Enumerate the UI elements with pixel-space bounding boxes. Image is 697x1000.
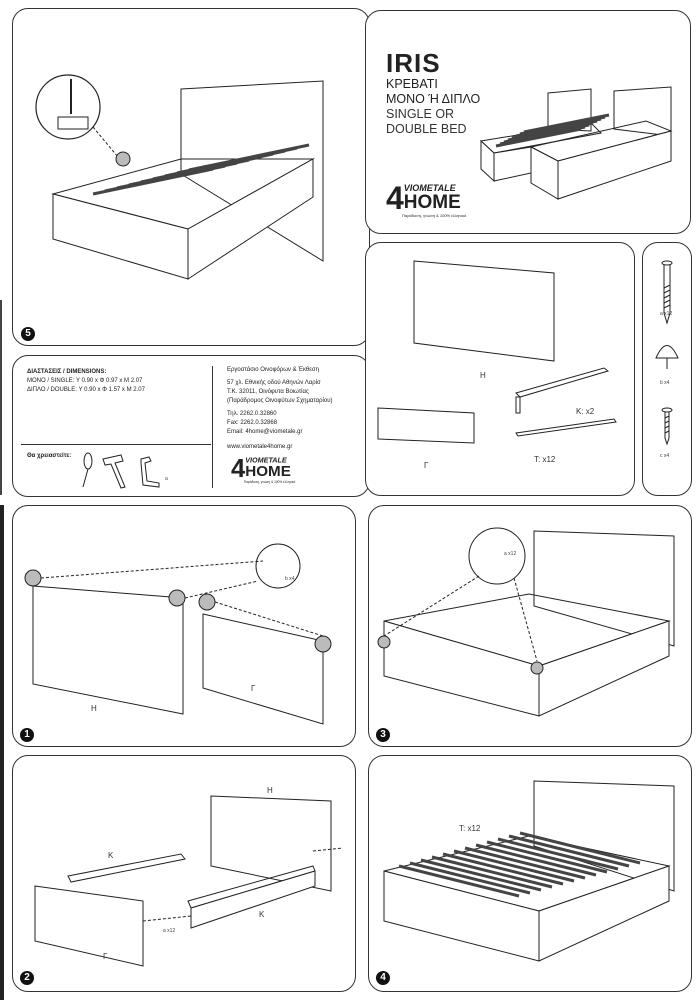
rail-label: K xyxy=(259,910,265,919)
hardware-label: b x4 xyxy=(660,380,670,386)
slat xyxy=(475,843,597,877)
divider xyxy=(21,444,211,445)
product-type-english-1: SINGLE OR xyxy=(386,107,455,121)
page-edge-mark xyxy=(0,505,4,1000)
slat xyxy=(420,858,542,892)
step-1-illustration xyxy=(24,543,332,725)
headboard-label: H xyxy=(480,371,486,380)
headboard-label: H xyxy=(91,704,97,713)
bed-overview-illustration xyxy=(479,86,673,200)
cap-nut-icon xyxy=(655,345,679,369)
address-3: (Παράδρομος Οινοφύτων Σχηματαρίου) xyxy=(227,398,333,404)
slat xyxy=(519,831,641,865)
slat xyxy=(464,846,586,880)
step-4-illustration xyxy=(383,780,675,962)
hardware-label: b x4 xyxy=(285,576,295,582)
long-screw-icon xyxy=(661,260,673,325)
product-title-block: IRIS ΚΡΕΒΑΤΙ ΜΟΝΟ Ή ΔΙΠΛΟ SINGLE OR DOUB… xyxy=(386,49,480,137)
hardware-label: a x12 xyxy=(163,928,176,934)
logo-tagline: Παράδοση, γνώση & 100% ελληνικό xyxy=(402,213,467,218)
hardware-label: a x12 xyxy=(504,551,517,557)
footboard-label: Γ xyxy=(424,461,429,470)
slat xyxy=(523,113,610,134)
dimensions-heading: ΔΙΑΣΤΑΣΕΙΣ / DIMENSIONS: xyxy=(27,369,107,375)
footboard-label: Γ xyxy=(103,952,108,961)
product-name: IRIS xyxy=(386,48,441,78)
slat xyxy=(508,834,630,868)
brand-logo: 4 VIOMETALE HOME Παράδοση, γνώση & 100% … xyxy=(231,453,296,484)
slat xyxy=(188,143,310,172)
slat xyxy=(486,840,608,874)
website[interactable]: www.viometale4home.gr xyxy=(227,444,293,450)
address-2: Τ.Κ. 32011, Οινόφυτα Βοιωτίας xyxy=(227,389,309,395)
step-5-illustration xyxy=(35,74,324,280)
logo-word: HOME xyxy=(245,463,291,480)
step-number: 1 xyxy=(20,728,34,742)
dimensions-block: ΔΙΑΣΤΑΣΕΙΣ / DIMENSIONS: ΜΟΝΟ / SINGLE: … xyxy=(27,368,145,395)
slat-part xyxy=(515,418,617,437)
parts-panel: H Γ K: x2 T: x12 xyxy=(365,242,635,496)
rail-label: K xyxy=(108,851,114,860)
brand-logo: 4 VIOMETALE HOME Παράδοση, γνώση & 100% … xyxy=(386,180,467,218)
allen-key-label: a xyxy=(165,476,168,482)
step-number: 2 xyxy=(20,971,34,985)
info-panel: ΔΙΑΣΤΑΣΕΙΣ / DIMENSIONS: ΜΟΝΟ / SINGLE: … xyxy=(12,355,370,497)
short-screw-icon xyxy=(661,407,673,446)
step-2-illustration xyxy=(34,795,344,967)
slats-label: T: x12 xyxy=(534,455,556,464)
slat xyxy=(442,852,564,886)
slat xyxy=(453,849,575,883)
hardware-label: a x12 xyxy=(660,311,673,317)
tools-illustration xyxy=(82,452,160,489)
divider xyxy=(212,366,213,488)
fax: Fax: 2262.0.32868 xyxy=(227,420,278,426)
logo-brand: VIOMETALE xyxy=(403,183,456,193)
logo-brand: VIOMETALE xyxy=(245,456,287,464)
rails-label: K: x2 xyxy=(576,407,595,416)
dimensions-single: ΜΟΝΟ / SINGLE: Υ 0.90 x Φ 0.97 x Μ 2.07 xyxy=(27,378,143,384)
step-3-panel: a x12 3 xyxy=(368,505,692,747)
product-type-english-2: DOUBLE BED xyxy=(386,122,467,136)
step-5-panel: 5 xyxy=(12,8,370,346)
logo-word: HOME xyxy=(403,192,461,213)
step-3-illustration xyxy=(377,527,675,717)
headboard-part xyxy=(413,260,555,362)
logo-digit: 4 xyxy=(386,180,404,216)
address-1: 57 χλ. Εθνικής οδού Αθηνών Λαρίσ xyxy=(227,380,321,386)
step-number: 4 xyxy=(376,971,390,985)
dimensions-double: ΔΙΠΛΟ / DOUBLE: Υ 0.90 x Φ 1.57 x Μ 2.07 xyxy=(27,387,145,393)
slat xyxy=(409,861,531,895)
tools-label: Θα χρειαστείτε: xyxy=(27,453,72,459)
rail-part xyxy=(515,367,610,398)
slat xyxy=(431,855,553,889)
hardware-label: c x4 xyxy=(660,453,670,459)
product-type-greek-1: ΚΡΕΒΑΤΙ xyxy=(386,77,438,91)
logo-tagline: Παράδοση, γνώση & 100% ελληνικό xyxy=(243,480,296,484)
parts-illustration xyxy=(377,260,617,444)
logo-digit: 4 xyxy=(231,453,246,483)
contact-block: Εργοστάσιο Οινοφόρων & Έκθεση 57 χλ. Εθν… xyxy=(227,366,333,452)
step-number: 3 xyxy=(376,728,390,742)
step-2-panel: H K K Γ a x12 2 xyxy=(12,755,356,992)
footboard-part xyxy=(377,407,475,444)
page-edge-mark xyxy=(0,300,2,495)
step-4-panel: T: x12 4 xyxy=(368,755,692,992)
headboard-label: H xyxy=(267,786,273,795)
hardware-panel: a x12 b x4 c x4 xyxy=(642,242,692,496)
product-type-greek-2: ΜΟΝΟ Ή ΔΙΠΛΟ xyxy=(386,92,481,106)
step-1-panel: b x4 H Γ 1 xyxy=(12,505,356,747)
email[interactable]: Email: 4home@viometale.gr xyxy=(227,429,303,435)
title-panel: IRIS ΚΡΕΒΑΤΙ ΜΟΝΟ Ή ΔΙΠΛΟ SINGLE OR DOUB… xyxy=(365,10,691,234)
phone: Τηλ. 2262.0.32860 xyxy=(227,411,277,417)
slat xyxy=(497,837,619,871)
company-name: Εργοστάσιο Οινοφόρων & Έκθεση xyxy=(227,367,319,373)
slats-label: T: x12 xyxy=(459,824,481,833)
footboard-label: Γ xyxy=(251,684,256,693)
step-number: 5 xyxy=(21,327,35,341)
slat xyxy=(398,864,520,898)
